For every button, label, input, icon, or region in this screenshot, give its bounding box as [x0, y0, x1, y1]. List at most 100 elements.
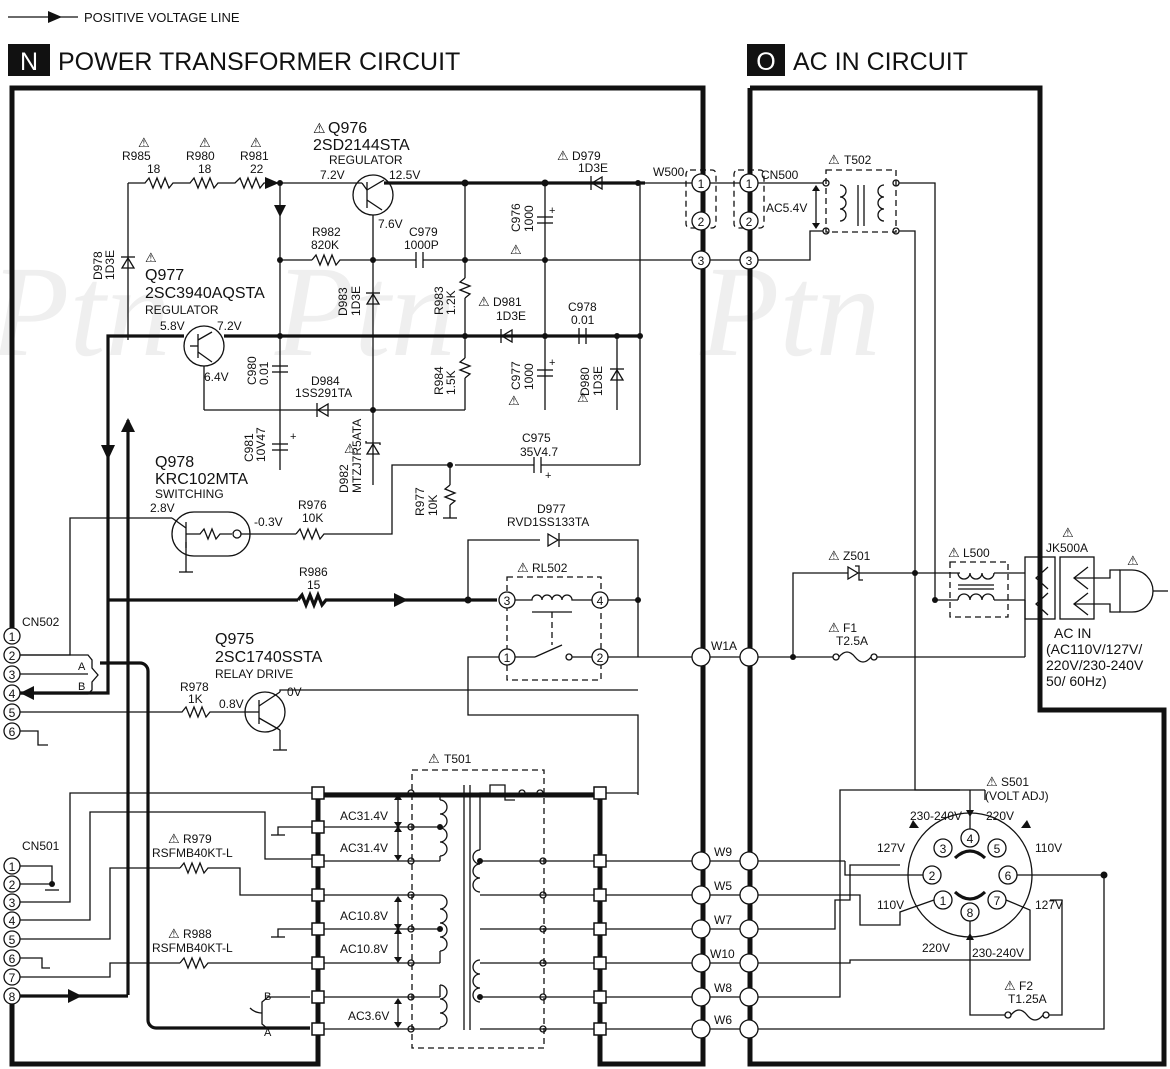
warn-icon: ⚠ [557, 148, 569, 163]
section-letter: N [20, 48, 38, 76]
warn-icon: ⚠ [478, 294, 490, 309]
label-r977: R977 [413, 487, 427, 516]
net-label: A [264, 1027, 272, 1039]
pin-label: 2 [929, 869, 936, 883]
switch-voltage-label: 127V [877, 841, 905, 855]
value-c975: 35V4.7 [520, 445, 558, 459]
connector-label: CN501 [22, 839, 60, 853]
pin-label: 6 [1005, 869, 1012, 883]
value-r982: 820K [311, 238, 339, 252]
connector-label: CN502 [22, 615, 60, 629]
ac-in-label: AC IN [1054, 625, 1091, 641]
switch-voltage-label: 230-240V [972, 946, 1024, 960]
pin-label: 4 [9, 687, 16, 701]
connector-label: W7 [714, 913, 732, 927]
pin-label: 7 [9, 971, 16, 985]
connector-w500: 1 2 3 [685, 169, 717, 270]
value-d982: MTZJ7R5ATA [350, 419, 364, 493]
connector-label: W9 [714, 845, 732, 859]
voltage: AC31.4V [340, 841, 388, 855]
legend-text: POSITIVE VOLTAGE LINE [84, 10, 240, 25]
pin-label: 2 [9, 649, 16, 663]
warn-icon: ⚠ [517, 560, 529, 575]
value-d978: 1D3E [103, 250, 117, 280]
label-d984: D984 [311, 374, 340, 388]
filter-l500 [949, 561, 1009, 618]
connector-label: W1A [711, 639, 737, 653]
value-d981: 1D3E [496, 309, 526, 323]
pin-label: 4 [967, 832, 974, 846]
diode-d979 [590, 175, 603, 191]
warn-icon: ⚠ [313, 120, 326, 136]
label-jk500a: JK500A [1046, 541, 1088, 555]
label-c975: C975 [522, 431, 551, 445]
connector-cn501: CN501 1 2 3 4 5 6 7 8 [3, 839, 60, 1005]
voltage: AC5.4V [766, 201, 807, 215]
label-r976: R976 [298, 498, 327, 512]
label-c977: C977 [509, 361, 523, 390]
connector-label: W5 [714, 879, 732, 893]
value-d983: 1D3E [349, 286, 363, 316]
value-r976: 10K [302, 511, 323, 525]
label-r984: R984 [432, 366, 446, 395]
pin-label: 2 [597, 651, 604, 665]
pin-label: 8 [967, 906, 974, 920]
warn-icon: ⚠ [828, 620, 840, 635]
section-letter: O [756, 48, 775, 76]
pin-label: 6 [9, 952, 16, 966]
label-r983: R983 [432, 286, 446, 315]
connector-label: W6 [714, 1013, 732, 1027]
connector-label: CN500 [761, 168, 799, 182]
value-r977: 10K [426, 495, 440, 516]
diode-d984 [316, 402, 329, 418]
label-q977: Q977 [145, 267, 184, 284]
label-r981: R981 [240, 149, 269, 163]
label-d982: D982 [337, 464, 351, 493]
transistor-q976 [352, 174, 394, 262]
label-c976: C976 [509, 203, 523, 232]
pin-label: 2 [9, 878, 16, 892]
polarity: + [545, 470, 551, 482]
warn-icon: ⚠ [168, 831, 180, 846]
value-r986: 15 [307, 578, 321, 592]
voltage: AC10.8V [340, 909, 388, 923]
voltage: 5.8V [160, 319, 185, 333]
section-header-n: N POWER TRANSFORMER CIRCUIT [8, 44, 460, 76]
pin-label: 3 [746, 254, 753, 268]
value-q975: 2SC1740SSTA [215, 649, 323, 666]
label-t502: T502 [844, 153, 872, 167]
value-r988: RSFMB40KT-L [152, 941, 233, 955]
warn-icon: ⚠ [1062, 525, 1074, 540]
board-outline-o [747, 85, 1167, 1067]
value-s501: (VOLT ADJ) [985, 789, 1049, 803]
pin-label: 2 [698, 215, 705, 229]
voltage: 7.2V [320, 168, 345, 182]
warn-icon: ⚠ [986, 774, 998, 789]
switch-voltage-label: 110V [1035, 841, 1062, 855]
connector-label: W500 [653, 165, 685, 179]
switch-voltage-label: 220V [922, 941, 950, 955]
label-d980: D980 [578, 367, 592, 396]
pin-label: 3 [9, 668, 16, 682]
pin-label: 3 [698, 254, 705, 268]
voltage: AC3.6V [348, 1009, 389, 1023]
section-title: AC IN CIRCUIT [793, 48, 968, 76]
pin-label: 7 [994, 894, 1001, 908]
watermark: Ptn [274, 240, 456, 384]
label-s501: S501 [1001, 775, 1029, 789]
jack-jk500a [1024, 556, 1168, 620]
value-q976: 2SD2144STA [313, 137, 410, 154]
warn-icon: ⚠ [168, 926, 180, 941]
voltage: 0.8V [219, 697, 244, 711]
value-r983: 1.2K [444, 290, 458, 315]
diode-d978 [120, 183, 136, 340]
value-c978: 0.01 [571, 313, 595, 327]
pin-label: 4 [9, 914, 16, 928]
role-q975: RELAY DRIVE [215, 667, 293, 681]
label-r979: R979 [183, 832, 212, 846]
value-d979: 1D3E [578, 161, 608, 175]
value-r981: 22 [250, 162, 264, 176]
pin-label: 5 [994, 842, 1001, 856]
warn-icon: ⚠ [1127, 553, 1139, 568]
